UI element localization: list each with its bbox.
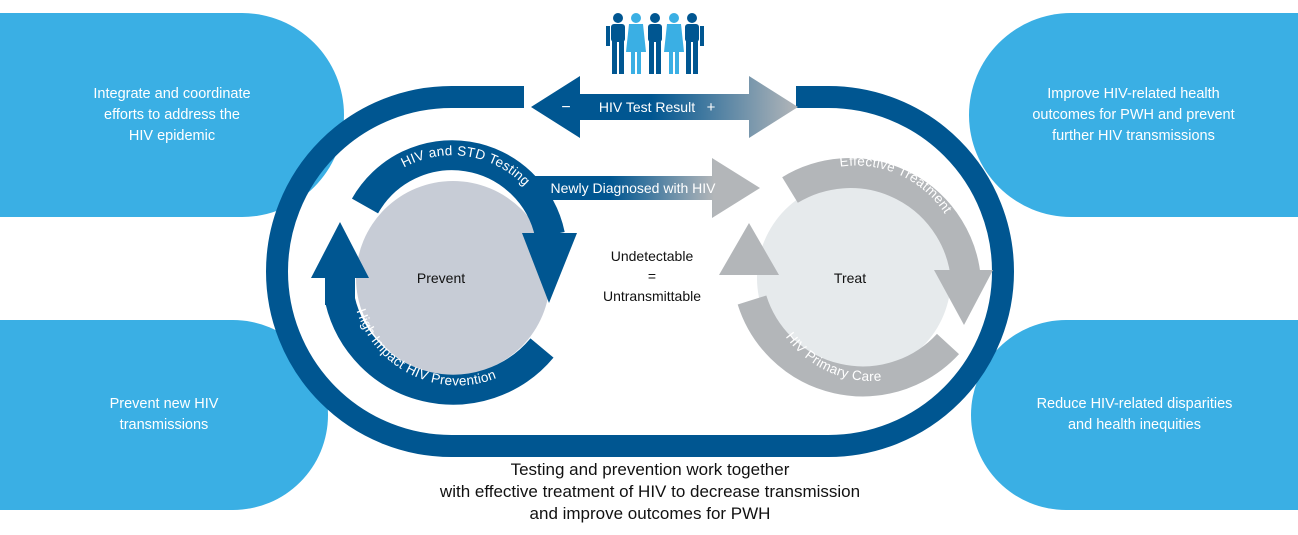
- caption-line-2: with effective treatment of HIV to decre…: [439, 482, 861, 501]
- goal-integrate-efforts: Integrate and coordinate efforts to addr…: [0, 13, 344, 217]
- caption-line-1: Testing and prevention work together: [510, 460, 790, 479]
- prevent-bottom-arrowhead: [311, 222, 369, 278]
- treat-top-arrowhead: [934, 270, 993, 325]
- test-result-plus: +: [707, 99, 716, 116]
- newly-diagnosed-label: Newly Diagnosed with HIV: [551, 180, 717, 196]
- equals-label: =: [648, 268, 656, 284]
- undetectable-label: Undetectable: [611, 248, 694, 264]
- goal-integrate-efforts-text: Integrate and coordinate efforts to addr…: [93, 85, 251, 144]
- goal-reduce-disparities: Reduce HIV-related disparities and healt…: [971, 320, 1298, 510]
- treat-bottom-arrowhead: [719, 223, 779, 275]
- prevent-bottom-arc: [325, 296, 554, 405]
- test-result-label: HIV Test Result: [599, 99, 695, 115]
- treat-center-label: Treat: [834, 270, 866, 286]
- goal-improve-outcomes: Improve HIV-related health outcomes for …: [969, 13, 1298, 217]
- prevent-center-label: Prevent: [417, 270, 465, 286]
- test-result-minus: −: [561, 99, 570, 116]
- prevent-bottom-arc-stem: [325, 275, 355, 305]
- prevent-top-arrowhead: [522, 233, 577, 303]
- people-group-icon: [606, 13, 704, 74]
- goal-reduce-disparities-text: Reduce HIV-related disparities and healt…: [1036, 396, 1233, 433]
- goal-improve-outcomes-text: Improve HIV-related health outcomes for …: [1032, 85, 1235, 144]
- treat-circle: [757, 181, 951, 375]
- treat-bottom-arc: [737, 295, 960, 397]
- treat-top-arc: [782, 158, 981, 282]
- newly-diagnosed-arrow: [530, 158, 760, 218]
- untransmittable-label: Untransmittable: [603, 288, 701, 304]
- goal-prevent-transmissions-text: Prevent new HIV transmissions: [109, 396, 219, 433]
- caption-line-3: and improve outcomes for PWH: [529, 504, 771, 523]
- test-result-double-arrow: [531, 76, 798, 138]
- prevent-top-arc: [351, 140, 565, 239]
- goal-prevent-transmissions: Prevent new HIV transmissions: [0, 320, 328, 510]
- diagram-caption: Testing and prevention work together wit…: [300, 459, 1000, 525]
- prevent-circle: [356, 181, 550, 375]
